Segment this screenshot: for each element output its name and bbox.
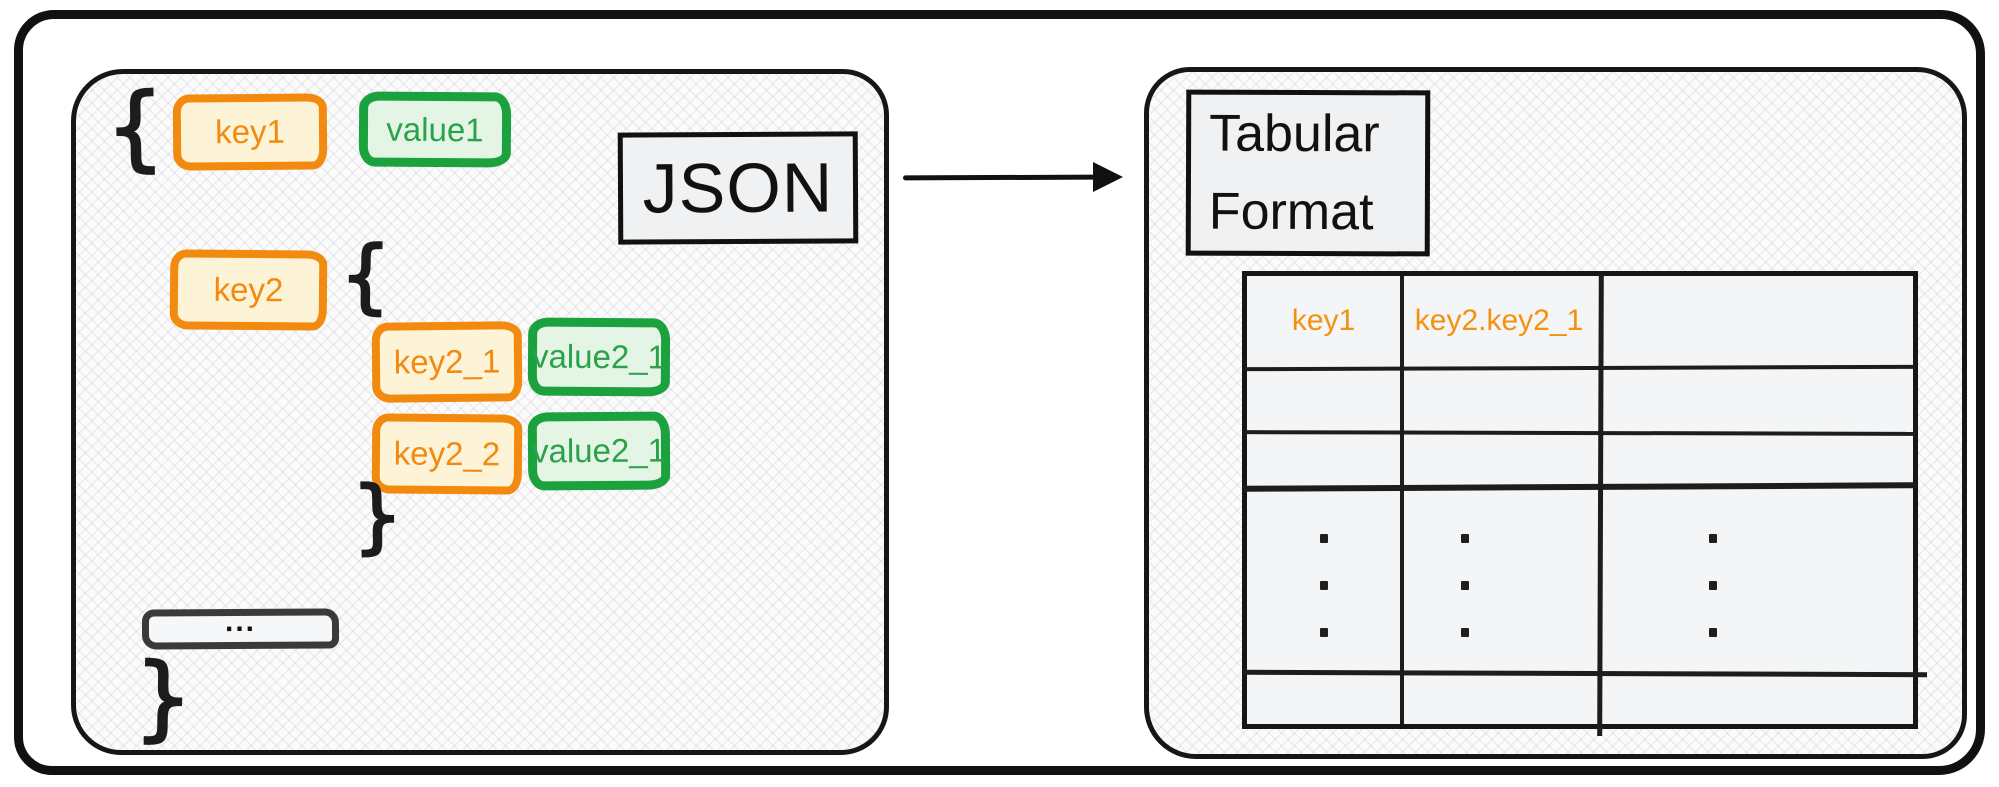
tabular-format-title-line2: Format: [1208, 182, 1374, 242]
value1-label: value1: [386, 110, 484, 148]
nested-open-brace: {: [338, 227, 393, 323]
table-header-key1-label: key1: [1291, 304, 1356, 337]
table-header-key2-key2-1: key2.key2_1: [1400, 276, 1598, 366]
value2-1-label-2: value2_1: [531, 431, 667, 470]
ellipsis-label: ...: [224, 604, 257, 639]
arrow-head: [1093, 162, 1123, 192]
table-header-key2-key2-1-label: key2.key2_1: [1414, 304, 1584, 337]
value2-1-chip-2: value2_1: [527, 411, 671, 491]
table-row-divider-2: [1244, 430, 1916, 436]
value2-1-chip: value2_1: [527, 317, 671, 397]
arrow-shaft: [902, 174, 1096, 181]
tabular-format-title-line1: Tabular: [1209, 104, 1380, 164]
key2-2-label: key2_2: [393, 434, 501, 473]
json-title-box: JSON: [617, 131, 859, 245]
root-open-brace: {: [104, 72, 167, 182]
json-panel: { key1 value1 JSON key2 { key2_1 value2_…: [71, 69, 889, 755]
value2-1-label: value2_1: [531, 337, 667, 376]
tabular-format-title-box: Tabular Format: [1185, 89, 1431, 257]
table-header-empty: [1598, 276, 1923, 366]
tabular-panel: Tabular Format key1 key2.key2_1: [1144, 67, 1967, 759]
key2-1-chip: key2_1: [371, 321, 523, 403]
key1-chip: key1: [172, 93, 328, 171]
result-table: key1 key2.key2_1: [1242, 271, 1928, 737]
root-close-brace: }: [132, 642, 195, 752]
vertical-ellipsis-icon: [1400, 490, 1530, 671]
json-title: JSON: [642, 148, 834, 228]
key2-label: key2: [213, 270, 284, 309]
key2-chip: key2: [169, 249, 328, 331]
vertical-ellipsis-icon: [1247, 490, 1400, 671]
table-column-divider-1: [1400, 276, 1404, 724]
key1-label: key1: [214, 112, 286, 151]
key2-1-label: key2_1: [393, 342, 501, 381]
table-header-key1: key1: [1247, 276, 1400, 366]
outer-frame: { key1 value1 JSON key2 { key2_1 value2_…: [14, 10, 1985, 775]
value1-chip: value1: [358, 91, 512, 168]
nested-close-brace: }: [350, 467, 405, 563]
flow-arrow-icon: [902, 162, 1123, 192]
vertical-ellipsis-icon: [1598, 490, 1828, 671]
